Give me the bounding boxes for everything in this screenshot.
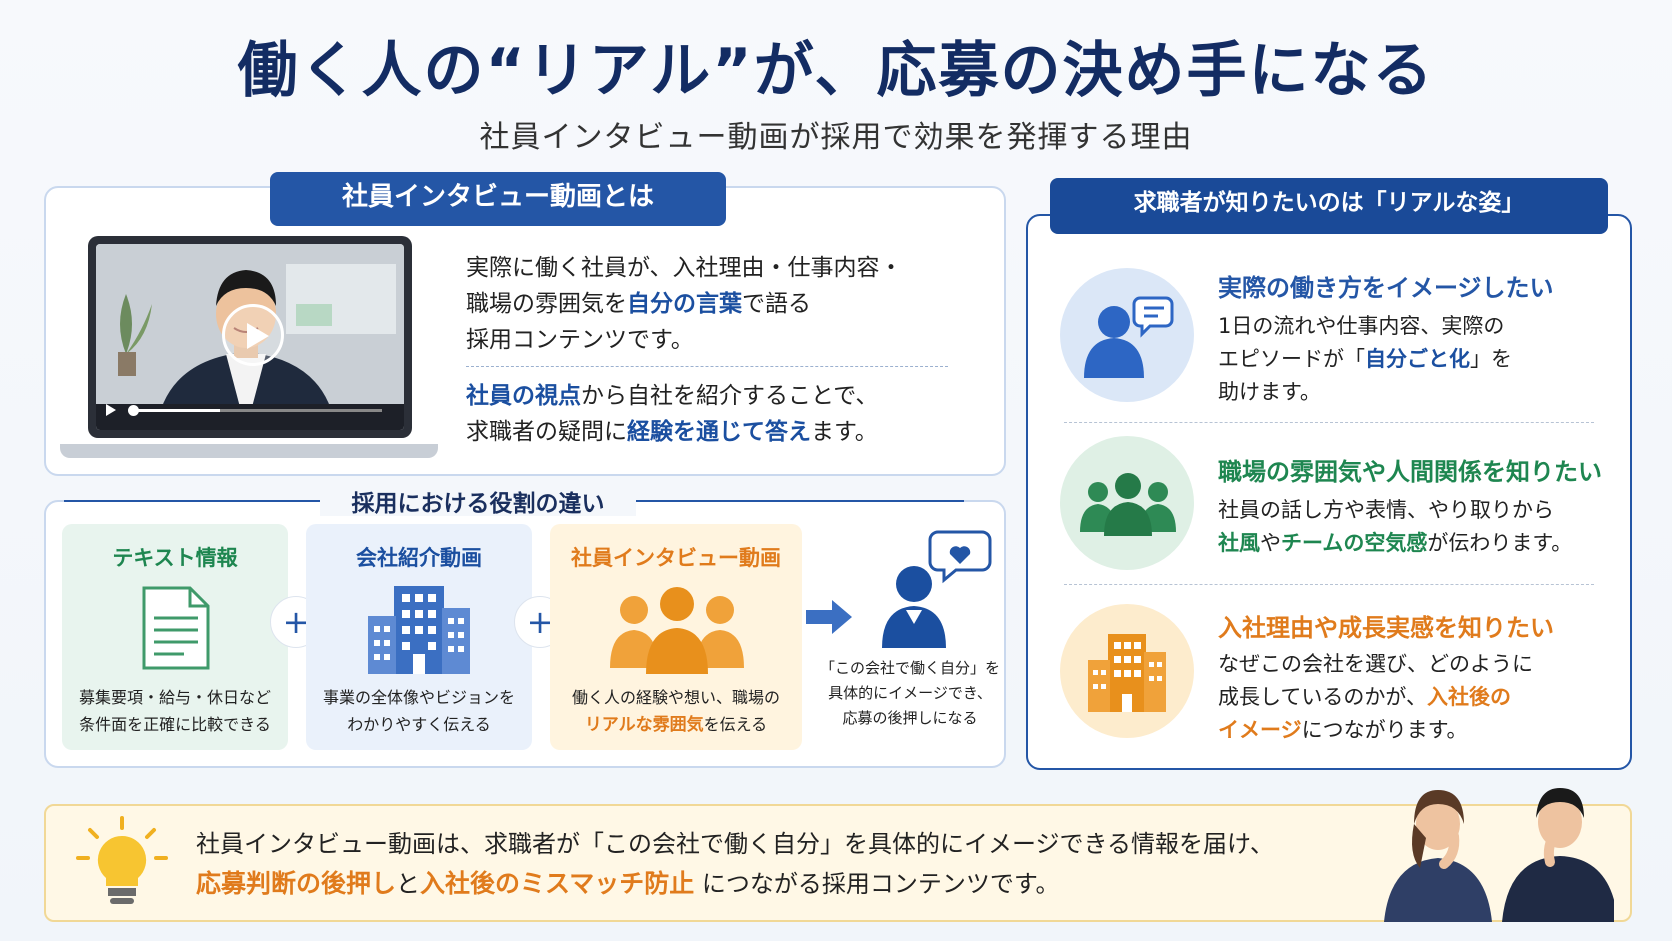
what-line-3: 採用コンテンツです。	[466, 327, 694, 353]
reason-divider-2	[1064, 584, 1594, 585]
what-is-description-2: 社員の視点から自社を紹介することで、 求職者の疑問に経験を通じて答えます。	[466, 378, 966, 450]
lightbulb-icon	[76, 816, 168, 904]
summary-mid: と	[396, 870, 421, 898]
wants-tag: 求職者が知りたいのは「リアルな姿」	[1050, 178, 1608, 234]
what2-line-2: 求職者の疑問に経験を通じて答えます。	[466, 414, 966, 450]
reason-2-title: 職場の雰囲気や人間関係を知りたい	[1218, 458, 1602, 486]
reason-1-line-2: エピソードが「自分ごと化」を	[1218, 343, 1628, 376]
what-line-1: 実際に働く社員が、入社理由・仕事内容・	[466, 255, 903, 281]
result-line-2: 具体的にイメージでき、	[828, 684, 992, 702]
laptop-base	[60, 444, 438, 458]
card3-desc-2: リアルな雰囲気を伝える	[554, 711, 798, 739]
reason-2-line-1: 社員の話し方や表情、やり取りから	[1218, 498, 1554, 522]
summary-highlight-1: 応募判断の後押し	[196, 869, 397, 898]
what-is-description: 実際に働く社員が、入社理由・仕事内容・ 職場の雰囲気を自分の言葉で語る 採用コン…	[466, 250, 966, 358]
people-group-icon	[610, 587, 744, 674]
reason-divider-1	[1064, 422, 1594, 423]
card-text-info: テキスト情報 募集要項・給与・休日など条件面を正確に比較できる	[62, 524, 288, 750]
reason-3-highlight-2: イメージ	[1218, 718, 1302, 742]
card1-desc-2: 条件面を正確に比較できる	[79, 715, 271, 734]
play-icon[interactable]	[222, 304, 284, 366]
card-company-video-desc: 事業の全体像やビジョンをわかりやすく伝える	[310, 684, 528, 738]
reason-2-desc: 社員の話し方や表情、やり取りから 社風やチームの空気感が伝わります。	[1218, 494, 1628, 560]
reason-3-title: 入社理由や成長実感を知りたい	[1218, 614, 1554, 642]
what2-line-1: 社員の視点から自社を紹介することで、	[466, 378, 966, 414]
card2-desc-2: わかりやすく伝える	[347, 715, 491, 734]
what-line-2a: 職場の雰囲気を	[466, 291, 627, 317]
reason-3-line-2: 成長しているのかが、入社後の	[1218, 681, 1628, 714]
building-icon	[368, 586, 470, 674]
job-seeker-heart-icon	[882, 530, 992, 648]
summary-end: につながる採用コンテンツです。	[694, 870, 1060, 898]
reason-2-highlight-2: チームの空気感	[1281, 531, 1428, 555]
arrow-right-icon	[806, 600, 852, 634]
divider	[466, 366, 948, 367]
summary-panel	[44, 804, 1632, 922]
reason-2-line-2d: が伝わります。	[1427, 531, 1573, 555]
team-icon	[1080, 473, 1176, 536]
reason-2-highlight-1: 社風	[1218, 531, 1260, 555]
card-company-video-title: 会社紹介動画	[356, 546, 482, 570]
page-subtitle: 社員インタビュー動画が採用で効果を発揮する理由	[479, 120, 1193, 155]
reason-2-circle	[1060, 436, 1194, 570]
person-speech-icon	[1084, 296, 1174, 378]
reason-1-line-2c: 」を	[1470, 347, 1512, 371]
card1-desc-1: 募集要項・給与・休日など	[78, 688, 271, 707]
what-line-2c: で語る	[742, 291, 811, 317]
what-highlight-viewpoint: 社員の視点	[466, 383, 581, 409]
office-building-icon	[1088, 634, 1166, 712]
reason-3-line-2a: 成長しているのかが、	[1218, 685, 1427, 709]
reason-2-line-2: 社風やチームの空気感が伝わります。	[1218, 527, 1628, 560]
what-highlight-own-words: 自分の言葉	[627, 291, 742, 317]
small-play-icon[interactable]	[106, 404, 116, 416]
reason-1-line-2a: エピソードが「	[1218, 347, 1365, 371]
summary-line-1: 社員インタビュー動画は、求職者が「この会社で働く自分」を具体的にイメージできる情…	[196, 830, 1274, 858]
what2-line-2a: 求職者の疑問に	[466, 419, 627, 445]
what-highlight-experience: 経験を通じて答え	[627, 419, 811, 445]
reason-1-desc: 1日の流れや仕事内容、実際の エピソードが「自分ごと化」を 助けます。	[1218, 310, 1628, 409]
what2-line-1b: から自社を紹介することで、	[581, 383, 879, 409]
reason-3-desc: なぜこの会社を選び、どのように 成長しているのかが、入社後の イメージにつながり…	[1218, 648, 1628, 747]
result-line-3: 応募の後押しになる	[842, 709, 978, 727]
card3-desc-2b: を伝える	[703, 715, 768, 734]
reason-1-highlight: 自分ごと化	[1365, 347, 1470, 371]
video-screen	[96, 244, 404, 430]
video-progress-bar[interactable]	[128, 405, 382, 416]
reason-2-line-2b: や	[1260, 531, 1281, 555]
thinking-people-illustration	[1384, 788, 1614, 922]
reason-3-line-3: イメージにつながります。	[1218, 714, 1628, 747]
reason-3-highlight-1: 入社後の	[1426, 685, 1511, 709]
card3-highlight: リアルな雰囲気	[584, 715, 704, 735]
card-interview-video-desc: 働く人の経験や想い、職場のリアルな雰囲気を伝える	[554, 684, 798, 739]
reason-3-line-3b: につながります。	[1301, 718, 1468, 742]
what-is-tag: 社員インタビュー動画とは	[270, 172, 726, 226]
reason-1-line-1: 1日の流れや仕事内容、実際の	[1218, 314, 1505, 338]
video-player[interactable]	[88, 236, 412, 438]
what-line-2: 職場の雰囲気を自分の言葉で語る	[466, 286, 966, 322]
result-text: 「この会社で働く自分」を具体的にイメージでき、応募の後押しになる	[812, 656, 1008, 731]
reason-1-title: 実際の働き方をイメージしたい	[1218, 274, 1554, 302]
reason-1-line-3: 助けます。	[1218, 380, 1321, 404]
result-line-1: 「この会社で働く自分」を	[819, 659, 1000, 677]
summary-text: 社員インタビュー動画は、求職者が「この会社で働く自分」を具体的にイメージできる情…	[196, 824, 1376, 904]
card2-desc-1: 事業の全体像やビジョンを	[322, 688, 515, 707]
reason-3-circle	[1060, 604, 1194, 738]
card-company-video: 会社紹介動画 事業の全体像やビジョンをわかりやすく伝える	[306, 524, 532, 750]
card-interview-video: 社員インタビュー動画 働く人の経験や想い、職場のリアルな雰囲気を伝える	[550, 524, 802, 750]
card-interview-video-title: 社員インタビュー動画	[571, 546, 781, 570]
reason-3-line-1: なぜこの会社を選び、どのように	[1218, 652, 1533, 676]
reason-1-circle	[1060, 268, 1194, 402]
card-text-info-title: テキスト情報	[112, 546, 238, 570]
page-title: 働く人の“リアル”が、応募の決め手になる	[237, 36, 1435, 106]
card-text-info-desc: 募集要項・給与・休日など条件面を正確に比較できる	[66, 684, 284, 738]
card3-desc-1: 働く人の経験や想い、職場の	[571, 688, 780, 707]
roles-title: 採用における役割の違い	[320, 484, 636, 517]
summary-highlight-2: 入社後のミスマッチ防止	[420, 869, 695, 898]
summary-line-2: 応募判断の後押しと入社後のミスマッチ防止 につながる採用コンテンツです。	[196, 864, 1376, 904]
document-icon	[142, 586, 210, 670]
what2-line-2c: ます。	[811, 419, 878, 445]
